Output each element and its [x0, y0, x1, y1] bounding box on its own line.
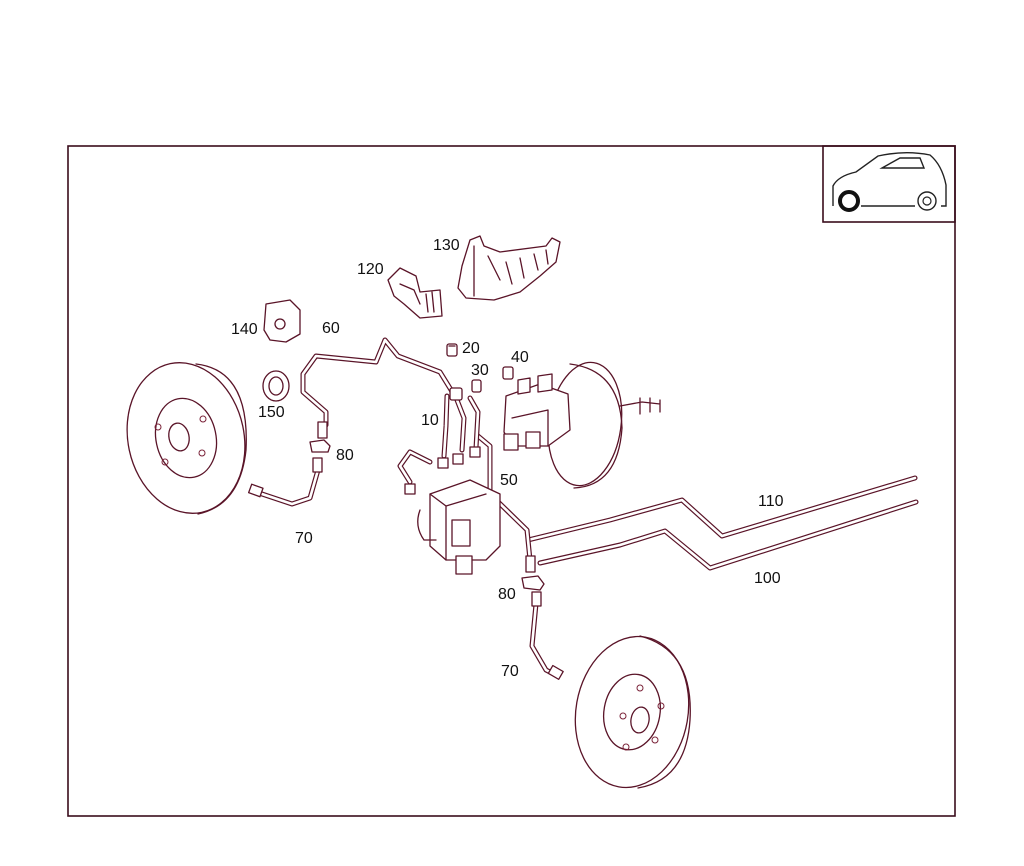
brake-hose-right	[529, 591, 564, 680]
brake-line-60	[300, 337, 459, 428]
callout-40: 40	[511, 349, 529, 366]
fitting-20	[446, 343, 458, 357]
brake-disc-right	[574, 635, 691, 789]
callout-30: 30	[471, 362, 489, 379]
callout-150: 150	[258, 404, 285, 421]
brake-line-110	[525, 475, 918, 543]
brake-disc-left	[126, 362, 247, 515]
callout-70-right: 70	[501, 663, 519, 680]
callout-80-left: 80	[336, 447, 354, 464]
brake-booster-master-cylinder	[503, 361, 661, 489]
callout-50: 50	[500, 472, 518, 489]
callout-130: 130	[433, 237, 460, 254]
clip-120	[387, 267, 443, 319]
callout-110: 110	[758, 493, 784, 510]
car-locator-icon	[822, 145, 956, 223]
callout-60: 60	[322, 320, 340, 337]
callout-20: 20	[462, 340, 480, 357]
fitting-40	[502, 366, 514, 380]
fitting-10	[449, 387, 463, 401]
callout-140: 140	[231, 321, 258, 338]
diagram-frame	[67, 145, 956, 817]
hose-bracket-right	[521, 555, 545, 591]
brake-hose-left	[248, 457, 323, 507]
fitting-30	[471, 379, 482, 393]
grommet-150	[262, 370, 290, 402]
callout-10: 10	[421, 412, 439, 429]
callout-100: 100	[754, 570, 781, 587]
abs-hydraulic-unit	[404, 446, 501, 575]
brake-lines-short	[397, 393, 481, 485]
callout-80-right: 80	[498, 586, 516, 603]
callout-120: 120	[357, 261, 384, 278]
callout-70-left: 70	[295, 530, 313, 547]
hose-bracket-left	[309, 421, 331, 453]
bracket-140	[263, 299, 301, 343]
brake-line-100	[537, 499, 919, 571]
holder-130	[457, 235, 561, 301]
